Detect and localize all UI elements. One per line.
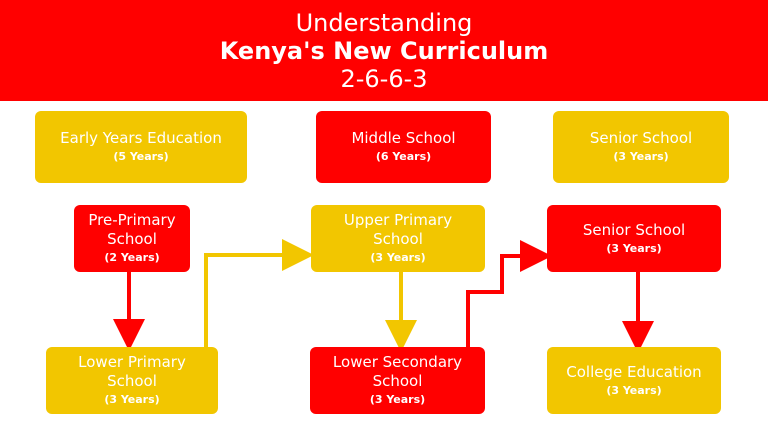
stage-lower-primary-line1: Lower Primary — [78, 353, 186, 371]
stage-senior-school-duration: (3 Years) — [606, 241, 662, 255]
stage-upper-primary-line2: School — [373, 230, 423, 248]
column-early-years-title: Early Years Education — [60, 129, 222, 147]
column-middle-school-title: Middle School — [351, 129, 456, 147]
column-middle-school: Middle School (6 Years) — [316, 111, 491, 183]
stage-upper-primary-line1: Upper Primary — [343, 211, 453, 229]
stage-senior-school-title: Senior School — [582, 220, 686, 239]
stage-lower-primary-duration: (3 Years) — [104, 393, 160, 406]
stage-college-education: College Education (3 Years) — [547, 347, 721, 414]
stage-lower-secondary: Lower Secondary School (3 Years) — [310, 347, 485, 414]
stage-pre-primary: Pre-Primary School (2 Years) — [74, 205, 190, 272]
stage-lower-secondary-line2: School — [372, 372, 423, 390]
stage-college-education-duration: (3 Years) — [606, 383, 662, 397]
column-senior-school: Senior School (3 Years) — [553, 111, 729, 183]
arrow-lower-to-upper-primary — [204, 239, 314, 347]
stage-pre-primary-line2: School — [107, 230, 157, 248]
header-title-line1: Understanding — [295, 9, 473, 37]
header-structure: 2-6-6-3 — [340, 65, 428, 93]
stage-lower-primary: Lower Primary School (3 Years) — [46, 347, 218, 414]
stage-lower-primary-line2: School — [107, 372, 157, 390]
stage-lower-secondary-line1: Lower Secondary — [332, 353, 463, 371]
stage-upper-primary-duration: (3 Years) — [370, 251, 426, 264]
stage-lower-secondary-duration: (3 Years) — [369, 393, 426, 406]
stage-pre-primary-line1: Pre-Primary — [88, 211, 176, 229]
stage-college-education-title: College Education — [566, 362, 702, 381]
column-senior-school-duration: (3 Years) — [613, 150, 669, 163]
column-middle-school-duration: (6 Years) — [375, 150, 432, 163]
header-title-line2: Kenya's New Curriculum — [219, 37, 549, 65]
column-early-years-duration: (5 Years) — [113, 150, 169, 163]
header-banner: Understanding Kenya's New Curriculum 2-6… — [0, 0, 768, 101]
stage-senior-school: Senior School (3 Years) — [547, 205, 721, 272]
column-senior-school-title: Senior School — [589, 129, 693, 147]
stage-pre-primary-duration: (2 Years) — [104, 251, 160, 264]
stage-upper-primary: Upper Primary School (3 Years) — [311, 205, 485, 272]
column-early-years: Early Years Education (5 Years) — [35, 111, 247, 183]
